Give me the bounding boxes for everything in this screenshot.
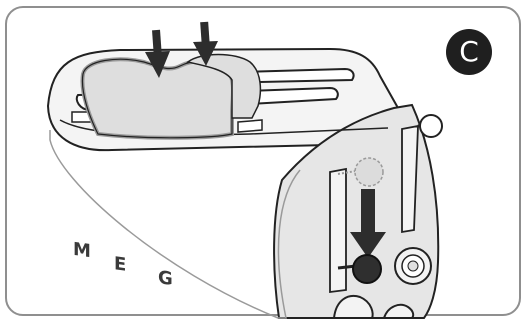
lever-slot-right bbox=[401, 124, 419, 234]
lever-knob-pressed bbox=[352, 254, 382, 284]
bread-slice-back bbox=[186, 53, 262, 119]
dial-icon bbox=[332, 295, 415, 319]
lever-knob-top bbox=[419, 114, 443, 138]
down-arrow-icon bbox=[145, 29, 170, 78]
brand-letter-m: M bbox=[73, 238, 91, 263]
toaster-front-face bbox=[49, 130, 301, 319]
brand-letter-e: E bbox=[114, 253, 127, 276]
step-c-badge: C bbox=[446, 29, 492, 75]
dial-icon bbox=[394, 247, 432, 285]
lever-down-arrow-icon bbox=[350, 189, 386, 258]
down-arrow-icon bbox=[193, 21, 218, 66]
lever-slot-left bbox=[329, 167, 347, 294]
brand-letter-g: G bbox=[158, 266, 173, 291]
lever-ghost-knob bbox=[354, 157, 384, 187]
